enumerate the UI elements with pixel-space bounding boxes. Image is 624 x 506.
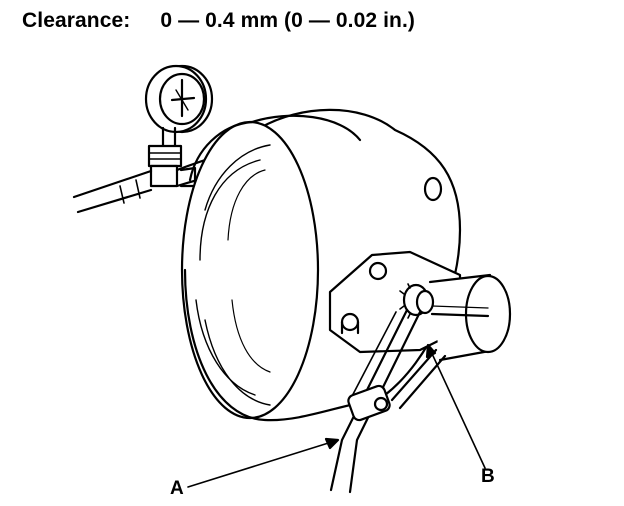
- leader-arrow-b: [425, 343, 437, 359]
- adjusting-nut: [399, 283, 435, 319]
- callout-b: B: [481, 466, 495, 487]
- leader-line-b: [427, 344, 486, 469]
- gauge-tool-a: [329, 308, 447, 494]
- pushrod-housing: [428, 273, 512, 362]
- brake-booster: [180, 108, 462, 422]
- clearance-value: 0 — 0.4 mm (0 — 0.02 in.): [160, 9, 415, 32]
- clearance-label: Clearance:: [22, 9, 131, 32]
- callout-a: A: [170, 478, 184, 499]
- clearance-spec: Clearance: 0 — 0.4 mm (0 — 0.02 in.): [22, 9, 415, 33]
- leader-arrow-a: [324, 437, 340, 450]
- vacuum-gauge: [144, 64, 214, 188]
- leader-line-a: [187, 439, 339, 488]
